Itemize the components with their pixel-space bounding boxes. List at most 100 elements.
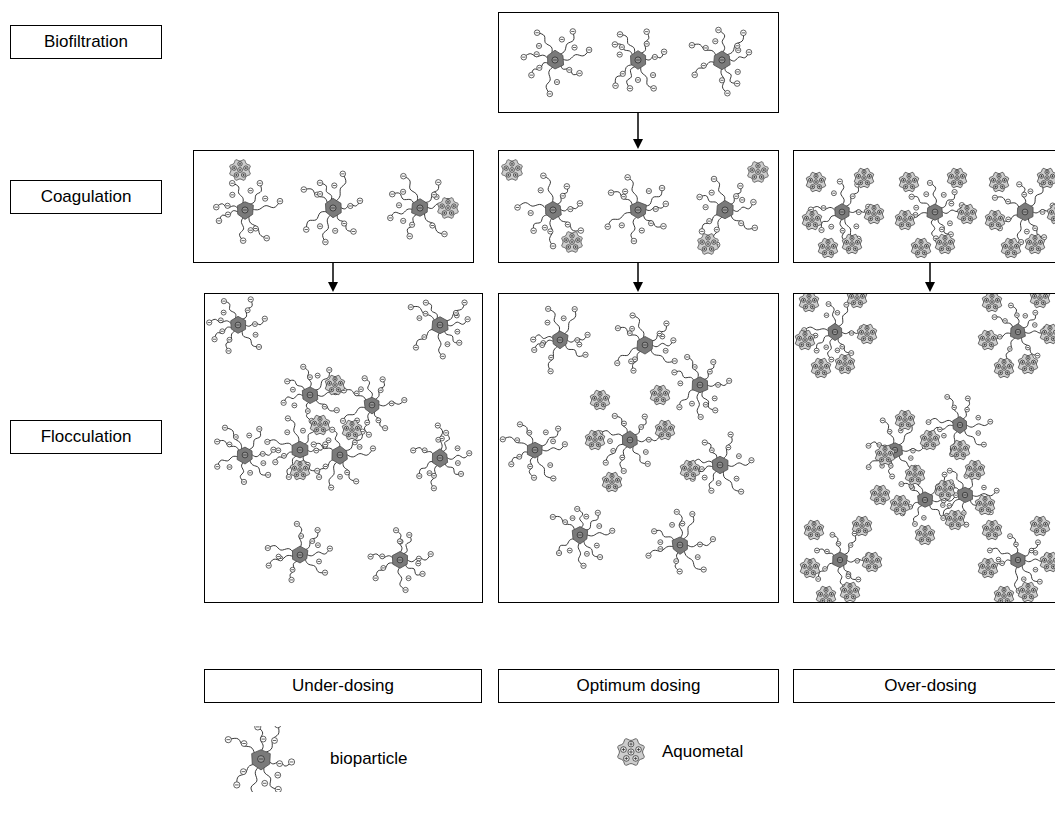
plus-charge <box>991 178 995 182</box>
charge-bar <box>1013 252 1015 253</box>
minus-charge <box>751 199 757 205</box>
charge-bar <box>347 434 349 435</box>
polymer-strand <box>337 214 353 232</box>
charge-bar <box>296 473 297 475</box>
charge-bar <box>737 50 740 51</box>
charge-bar <box>339 383 341 384</box>
polymer-strand <box>534 340 553 350</box>
minus-charge <box>716 27 722 33</box>
aquometal-icon <box>602 472 621 491</box>
polymer-strand <box>564 309 576 334</box>
charge-bar <box>999 175 1000 177</box>
minus-charge <box>457 340 462 345</box>
aquometal-body <box>680 460 699 479</box>
charge-bar <box>322 429 324 430</box>
aquometal-icon <box>502 160 523 181</box>
charge-bar <box>750 460 753 461</box>
polymer-strand <box>217 440 239 451</box>
charge-bar <box>512 163 513 166</box>
plus-charge <box>875 217 879 221</box>
charge-bar <box>593 398 595 399</box>
minus-charge <box>294 521 299 526</box>
aquometal-icon <box>562 232 583 253</box>
minus-charge <box>570 29 576 35</box>
charge-bar <box>594 397 595 399</box>
minus-charge <box>643 450 648 455</box>
charge-bar <box>831 534 834 535</box>
charge-bar <box>628 440 631 441</box>
minus-charge <box>376 418 381 423</box>
charge-bar <box>299 464 301 465</box>
plus-charge <box>872 212 876 216</box>
plus-charge <box>615 478 619 482</box>
minus-charge <box>215 464 220 469</box>
bioparticle-icon <box>311 427 376 490</box>
charge-bar <box>923 252 925 253</box>
minus-charge <box>381 565 386 570</box>
charge-bar <box>447 201 450 202</box>
charge-bar <box>578 535 581 536</box>
polymer-strand <box>731 214 755 229</box>
polymer-strand <box>215 327 232 339</box>
aquometal-icon <box>895 210 914 229</box>
charge-bar <box>506 167 507 170</box>
minus-charge <box>837 557 842 562</box>
plus-charge <box>850 236 854 240</box>
charge-bar <box>571 518 574 519</box>
charge-bar <box>597 444 599 445</box>
minus-charge <box>924 192 929 197</box>
plus-charge <box>762 168 766 172</box>
minus-charge <box>340 418 345 423</box>
minus-charge <box>442 231 448 237</box>
charge-bar <box>654 209 657 210</box>
minus-charge <box>663 348 668 353</box>
minus-charge <box>521 54 527 60</box>
charge-bar <box>272 449 275 450</box>
minus-charge <box>1037 579 1042 584</box>
minus-charge <box>407 233 413 239</box>
charge-bar <box>349 205 352 206</box>
charge-bar <box>418 208 422 209</box>
plus-charge <box>321 428 325 432</box>
charge-bar <box>659 395 662 396</box>
aquometal-body <box>1047 204 1055 223</box>
minus-charge <box>1025 345 1030 350</box>
charge-bar <box>1046 178 1049 179</box>
minus-charge <box>266 563 271 568</box>
minus-charge <box>697 194 703 200</box>
plus-charge <box>916 251 920 255</box>
polymer-strand <box>577 509 583 528</box>
minus-charge <box>717 462 723 468</box>
plus-charge <box>903 218 907 222</box>
minus-charge <box>644 41 649 46</box>
plus-charge <box>994 185 998 189</box>
minus-charge <box>642 342 648 348</box>
charge-bar <box>671 524 674 525</box>
plus-charge <box>1003 244 1007 248</box>
polymer-strand <box>611 192 632 206</box>
plus-charge <box>682 466 686 470</box>
plus-charge <box>804 216 808 220</box>
plus-charge <box>831 244 835 248</box>
aquometal-body <box>502 160 523 181</box>
charge-bar <box>742 32 745 33</box>
aquometal-body <box>748 162 769 183</box>
minus-charge <box>315 543 320 548</box>
charge-bar <box>908 223 909 225</box>
plus-charge <box>700 240 704 244</box>
charge-bar <box>231 183 234 184</box>
charge-bar <box>335 378 336 380</box>
polymer-strand <box>679 390 695 408</box>
charge-bar <box>628 88 631 89</box>
bioparticle-core <box>828 323 842 340</box>
minus-charge <box>709 190 714 195</box>
minus-charge <box>674 509 679 514</box>
minus-charge <box>909 194 914 199</box>
minus-charge <box>549 355 554 360</box>
charge-bar <box>352 423 353 425</box>
charge-bar <box>222 312 225 313</box>
polymer-strand <box>319 459 335 477</box>
charge-bar <box>345 428 347 429</box>
charge-bar <box>876 218 878 219</box>
plus-charge <box>901 178 905 182</box>
